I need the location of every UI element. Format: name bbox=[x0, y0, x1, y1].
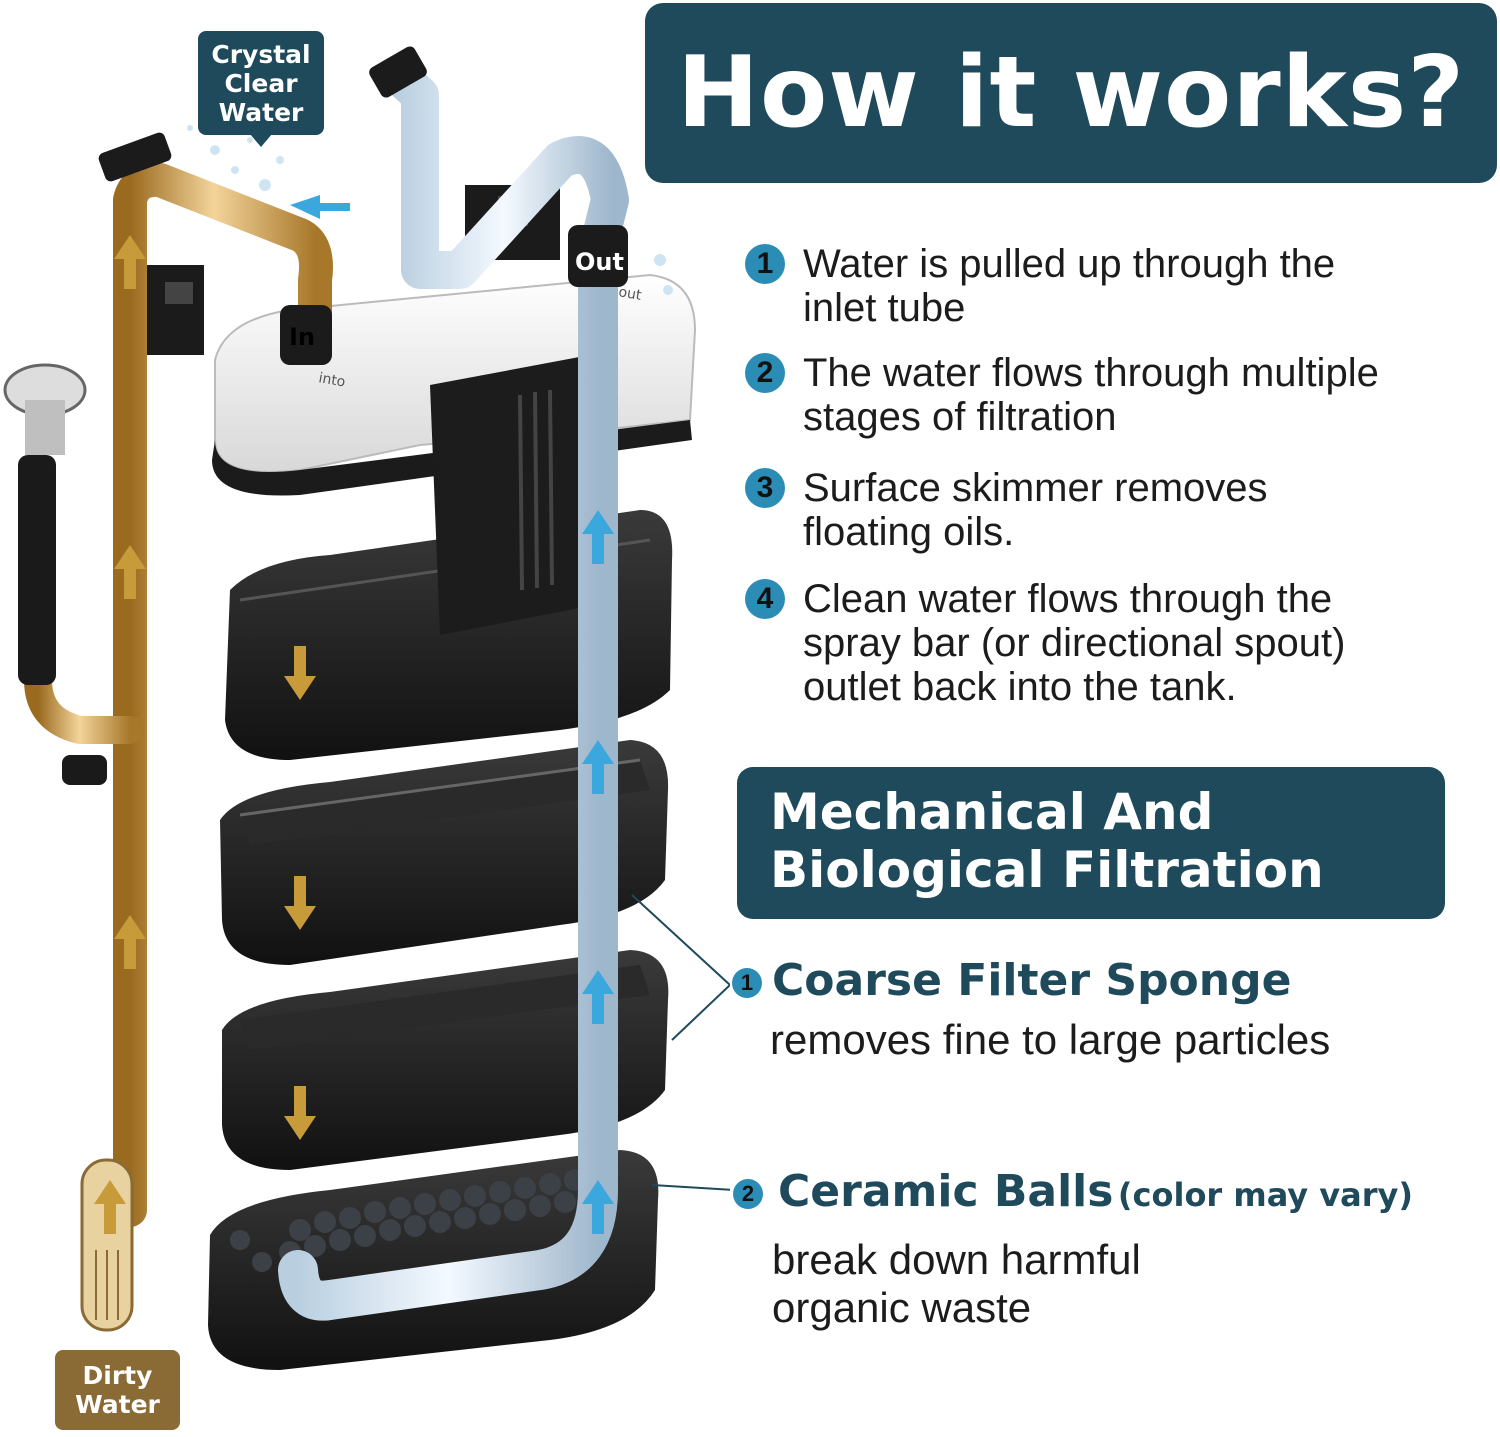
media-2-number: 2 bbox=[733, 1179, 763, 1209]
media-2-desc: break down harmful organic waste bbox=[772, 1236, 1141, 1331]
title-banner: How it works? bbox=[645, 3, 1497, 183]
step-3-number: 3 bbox=[745, 468, 785, 508]
clear-water-tag-text: Crystal Clear Water bbox=[211, 39, 311, 127]
filter-tray-2 bbox=[220, 740, 669, 965]
media-1-title: Coarse Filter Sponge bbox=[772, 955, 1292, 1006]
callout-lines bbox=[631, 894, 730, 1191]
filtration-heading: Mechanical And Biological Filtration bbox=[770, 783, 1324, 899]
filter-tray-3 bbox=[222, 950, 669, 1170]
skimmer-tube bbox=[3, 363, 107, 785]
dirty-water-tag: Dirty Water bbox=[55, 1350, 180, 1430]
outlet-label: Out bbox=[575, 248, 624, 276]
step-2-text: The water flows through multiple stages … bbox=[803, 351, 1379, 439]
page-title: How it works? bbox=[676, 36, 1466, 150]
step-4-text: Clean water flows through the spray bar … bbox=[803, 577, 1346, 709]
dirty-flow-arrows bbox=[94, 235, 316, 1234]
filtration-banner: Mechanical And Biological Filtration bbox=[737, 767, 1445, 919]
media-1-number: 1 bbox=[732, 968, 762, 998]
inlet-connector bbox=[280, 305, 332, 365]
inlet-small-label: into bbox=[317, 370, 346, 390]
clear-flow-arrows bbox=[290, 195, 614, 1234]
step-1-text: Water is pulled up through the inlet tub… bbox=[803, 242, 1336, 330]
water-splash bbox=[187, 125, 673, 295]
outlet-small-label: out bbox=[617, 284, 643, 304]
media-2-note: (color may vary) bbox=[1117, 1176, 1414, 1214]
dirty-water-tag-text: Dirty Water bbox=[75, 1361, 160, 1419]
outlet-connector bbox=[568, 225, 628, 287]
step-1-number: 1 bbox=[745, 244, 785, 284]
step-4-number: 4 bbox=[745, 579, 785, 619]
clear-water-tag: Crystal Clear Water bbox=[198, 31, 324, 135]
step-3-text: Surface skimmer removes floating oils. bbox=[803, 466, 1268, 554]
clear-water-tag-pointer bbox=[250, 134, 272, 147]
media-1-desc: removes fine to large particles bbox=[770, 1016, 1331, 1063]
filter-housing: into out bbox=[212, 273, 697, 635]
media-2-heading: Ceramic Balls (color may vary) bbox=[778, 1166, 1413, 1217]
filter-illustration: into out bbox=[3, 46, 730, 1370]
inlet-label: In bbox=[289, 323, 315, 351]
media-2-title: Ceramic Balls bbox=[778, 1166, 1114, 1217]
step-2-number: 2 bbox=[745, 353, 785, 393]
